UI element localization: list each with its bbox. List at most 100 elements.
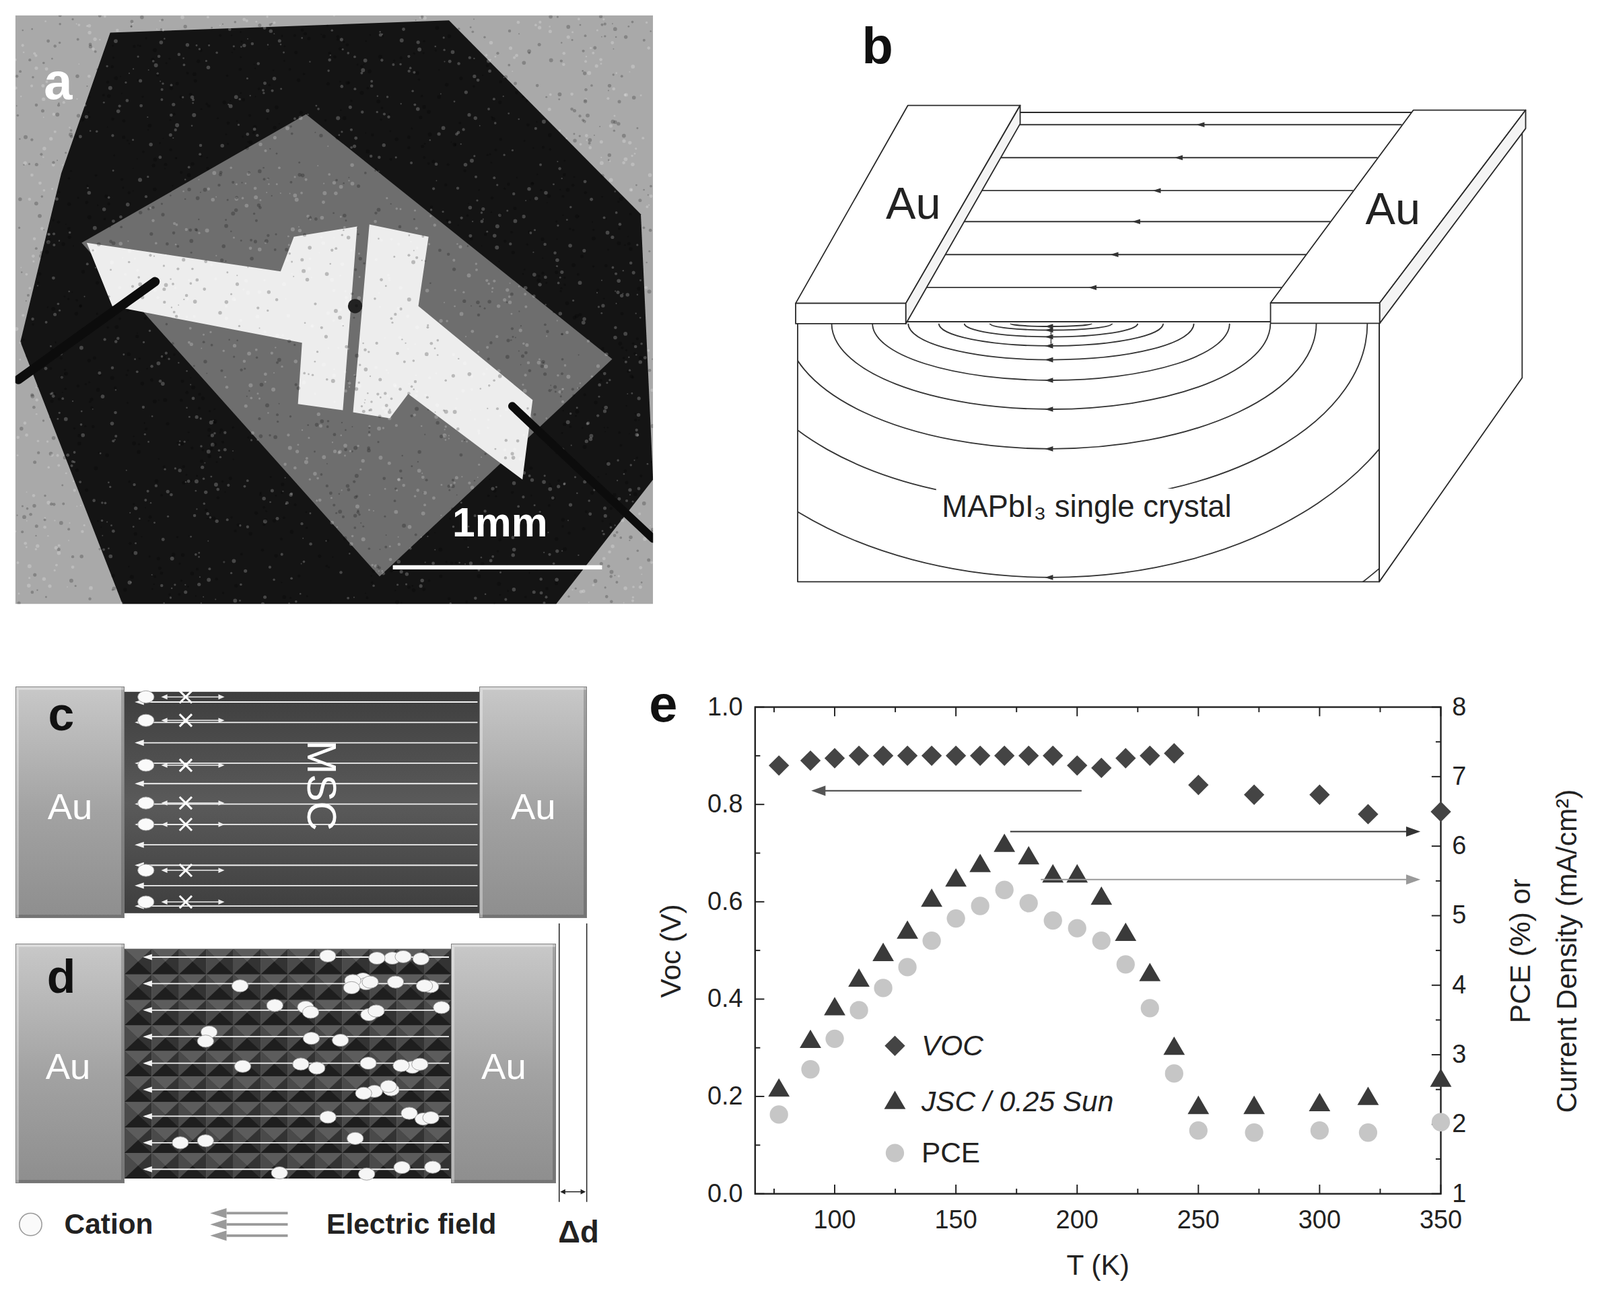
photo-grain [343,370,347,374]
photo-grain [415,325,420,330]
photo-grain [282,595,287,600]
photo-grain [83,524,86,527]
photo-grain [88,115,91,118]
photo-grain [200,465,204,470]
photo-grain [220,144,224,148]
photo-grain [158,379,163,384]
photo-grain [15,327,19,332]
photo-grain [296,386,301,391]
photo-grain [438,574,443,578]
photo-grain [347,380,349,382]
photo-grain [411,584,414,587]
photo-grain [109,485,112,489]
photo-grain [107,202,110,206]
photo-grain [32,236,37,241]
photo-grain [399,570,404,574]
photo-grain [273,21,276,25]
photo-grain [350,99,353,102]
photo-grain [568,502,573,507]
photo-grain [364,132,367,134]
photo-grain [31,323,35,326]
photo-grain [338,47,342,51]
photo-grain [47,240,51,245]
photo-grain [436,180,438,182]
photo-grain [112,586,117,591]
photo-grain [212,516,217,521]
photo-grain [591,551,594,553]
photo-grain [645,205,649,208]
photo-grain [547,107,552,112]
photo-grain [165,242,169,246]
photo-grain [390,238,394,241]
photo-grain [495,485,498,489]
photo-grain [370,84,374,88]
photo-grain [290,529,295,534]
photo-grain [566,218,569,221]
photo-grain [581,118,585,122]
photo-grain [451,478,455,482]
photo-grain [599,140,604,144]
photo-grain [508,295,511,299]
photo-grain [582,444,587,449]
photo-grain [560,372,564,375]
photo-grain [313,351,316,353]
photo-grain [462,290,465,293]
photo-grain [248,113,252,117]
photo-grain [359,90,364,95]
photo-grain [562,172,567,177]
photo-grain [43,494,46,497]
photo-grain [453,409,458,414]
photo-grain [172,353,176,357]
photo-grain [348,385,351,388]
photo-grain [94,266,97,268]
photo-grain [334,247,338,250]
photo-grain [632,500,635,503]
photo-grain [527,187,532,192]
photo-grain [351,450,354,453]
photo-grain [169,356,171,359]
photo-grain [339,84,344,89]
photo-grain [415,71,420,76]
photo-grain [77,23,81,27]
photo-grain [63,295,66,298]
photo-grain [429,139,431,141]
photo-grain [151,205,155,209]
photo-grain [177,593,181,596]
photo-grain [137,55,140,58]
photo-grain [72,400,74,402]
photo-grain [314,131,316,134]
photo-grain [514,53,519,58]
photo-grain [445,319,448,322]
photo-grain [55,112,60,117]
photo-grain [409,414,413,418]
photo-grain [534,127,538,130]
photo-grain [546,201,548,204]
photo-grain [191,267,194,271]
photo-grain [51,436,56,441]
photo-grain [298,226,300,228]
photo-grain [135,334,139,338]
photo-grain [84,115,89,119]
photo-grain [467,546,469,548]
photo-grain [381,572,386,576]
photo-grain [332,373,336,377]
photo-grain [177,53,182,57]
photo-grain [316,477,320,480]
photo-grain [151,415,154,418]
photo-grain [487,383,491,387]
photo-grain [372,510,375,512]
photo-grain [158,399,160,402]
photo-grain [306,113,309,116]
photo-grain [393,499,397,503]
photo-grain [84,425,87,428]
photo-grain [319,252,321,254]
photo-grain [611,266,615,270]
photo-grain [280,482,285,486]
photo-grain [430,208,433,211]
photo-grain [393,385,398,389]
photo-grain [527,361,531,365]
photo-grain [53,569,56,572]
photo-grain [384,488,387,491]
photo-grain [518,350,520,352]
photo-grain [50,453,54,458]
